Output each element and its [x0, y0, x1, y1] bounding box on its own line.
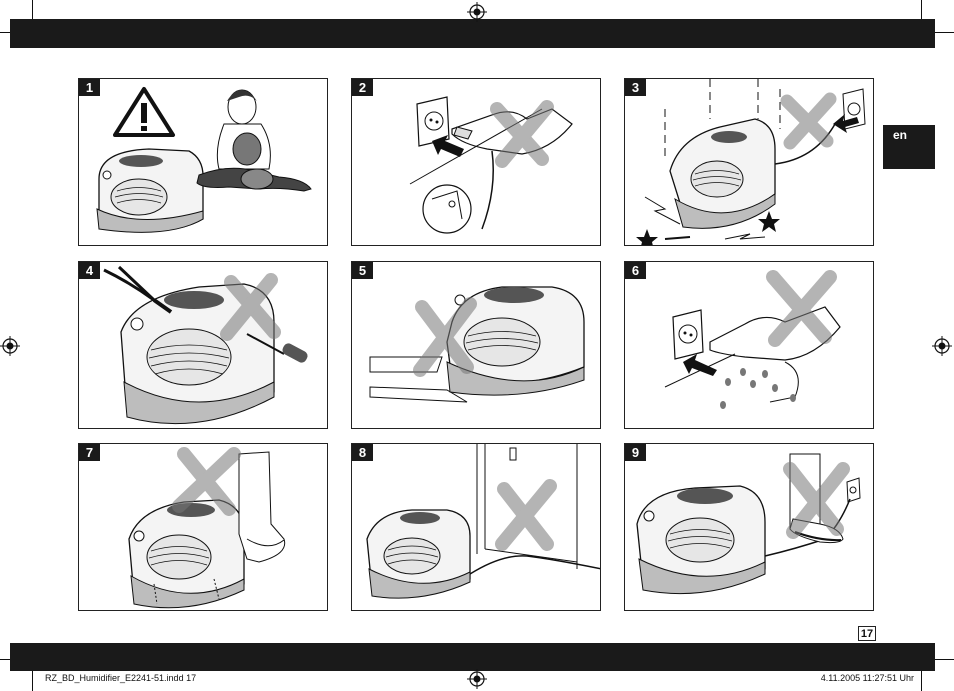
illustration-panel-6: 6: [624, 261, 874, 429]
wall-socket-icon: [842, 88, 866, 130]
prohibited-cross-icon: [490, 100, 554, 168]
illustration-panel-7: 7: [78, 443, 328, 611]
do-not-kick-illustration: [128, 447, 286, 609]
prohibited-cross-icon: [413, 297, 477, 377]
illustration-panel-9: 9: [624, 443, 874, 611]
registration-mark-icon: [0, 336, 20, 356]
illustration-panel-5: 5: [351, 261, 601, 429]
panel-number: 5: [352, 262, 373, 279]
falling-unit-illustration: [636, 79, 866, 245]
registration-mark-icon: [467, 2, 487, 22]
pliers-icon: [103, 265, 173, 314]
crop-mark: [32, 0, 33, 19]
arrow-icon: [432, 135, 464, 157]
illustration-panel-2: 2: [351, 78, 601, 246]
cord-under-door-illustration: [366, 444, 600, 599]
child-figure: [196, 89, 312, 192]
screwdriver-icon: [246, 333, 308, 363]
prohibited-cross-icon: [172, 447, 241, 516]
wet-hands-plug-illustration: [664, 270, 841, 409]
page-number: 17: [858, 626, 876, 641]
wall-socket-icon: [416, 96, 450, 147]
arrow-icon: [683, 354, 717, 376]
registration-mark-icon: [467, 669, 487, 689]
registration-mark-icon: [932, 336, 952, 356]
crop-mark: [0, 659, 10, 660]
detail-circle: [422, 184, 472, 234]
panel-number: 6: [625, 262, 646, 279]
star-icon: [636, 229, 658, 245]
footer-bar: [10, 643, 935, 671]
illustration-panel-4: 4: [78, 261, 328, 429]
panel-number: 8: [352, 444, 373, 461]
warning-triangle-icon: [113, 87, 175, 137]
panel-number: 9: [625, 444, 646, 461]
arrow-icon: [833, 114, 859, 133]
panel-number: 3: [625, 79, 646, 96]
crop-mark: [935, 32, 954, 33]
panel-number: 2: [352, 79, 373, 96]
star-icon: [758, 211, 780, 232]
panel-number: 4: [79, 262, 100, 279]
footer-file-label: RZ_BD_Humidifier_E2241-51.indd 17: [45, 673, 197, 683]
prohibited-cross-icon: [495, 479, 557, 551]
header-bar: [10, 19, 935, 48]
language-tab: en: [883, 125, 935, 169]
panel-number: 7: [79, 444, 100, 461]
wall-socket-icon: [846, 477, 861, 503]
wet-hand-unplug-illustration: [409, 96, 573, 234]
child-near-humidifier-illustration: [96, 87, 312, 233]
door-icon: [476, 444, 578, 569]
do-not-place-on-edge-illustration: [369, 286, 585, 403]
illustration-panel-8: 8: [351, 443, 601, 611]
crop-mark: [921, 0, 922, 19]
crop-mark: [0, 32, 10, 33]
crop-mark: [32, 671, 33, 691]
prohibited-cross-icon: [766, 270, 837, 347]
cord-trip-hazard-illustration: [636, 453, 861, 595]
water-drop-icon: [720, 368, 796, 409]
prohibited-cross-icon: [220, 273, 281, 341]
prohibited-cross-icon: [783, 462, 850, 539]
do-not-disassemble-illustration: [103, 265, 308, 425]
illustration-panel-3: 3: [624, 78, 874, 246]
prohibited-cross-icon: [780, 92, 837, 150]
crop-mark: [935, 659, 954, 660]
illustration-panel-1: 1: [78, 78, 328, 246]
wall-socket-icon: [672, 309, 704, 360]
foot-icon: [238, 451, 286, 563]
panel-number: 1: [79, 79, 100, 96]
footer-timestamp: 4.11.2005 11:27:51 Uhr: [820, 673, 914, 683]
crop-mark: [921, 671, 922, 691]
